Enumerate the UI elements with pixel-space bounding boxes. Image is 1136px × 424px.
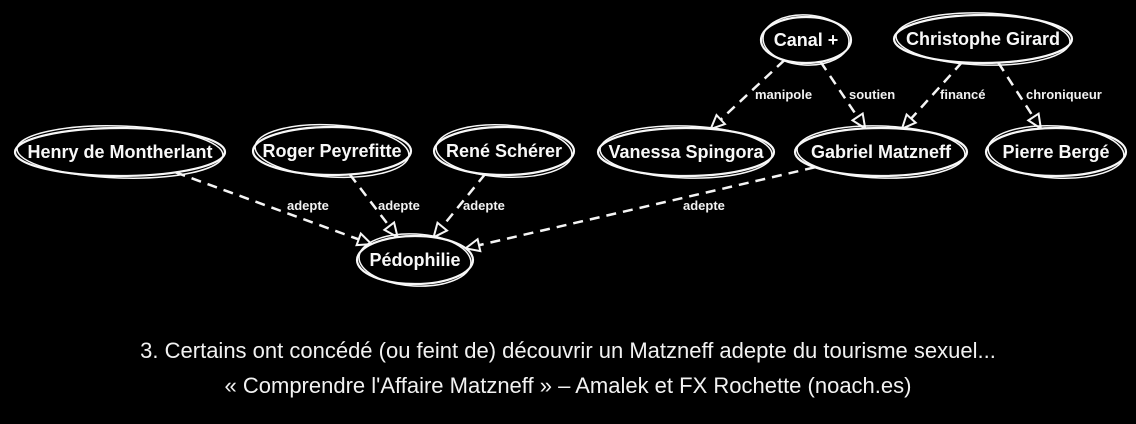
edge-scherer-pedophilie: adepte — [432, 173, 505, 240]
arrowhead-icon — [708, 113, 727, 131]
edge-label-canal-spingora: manipole — [755, 87, 812, 102]
edge-girard-matzneff: financé — [900, 61, 986, 131]
edge-montherlant-pedophilie: adepte — [175, 171, 374, 247]
edge-line — [437, 173, 487, 233]
edge-line — [905, 61, 963, 125]
node-label-canal: Canal + — [774, 30, 839, 50]
node-berge[interactable]: Pierre Bergé — [984, 122, 1128, 182]
edge-canal-spingora: manipole — [708, 59, 812, 131]
arrowhead-icon — [463, 237, 482, 253]
edge-line — [819, 61, 863, 124]
node-ellipse[interactable] — [793, 126, 969, 178]
node-ellipse-sketch — [895, 12, 1071, 66]
node-ellipse-sketch — [358, 233, 472, 287]
node-label-berge: Pierre Bergé — [1002, 142, 1109, 162]
node-spingora[interactable]: Vanessa Spingora — [596, 123, 776, 180]
node-ellipse[interactable] — [759, 15, 853, 65]
node-ellipse[interactable] — [13, 126, 227, 178]
arrowhead-icon — [900, 112, 918, 131]
node-scherer[interactable]: René Schérer — [432, 121, 576, 181]
arrowhead-icon — [355, 231, 374, 247]
edge-peyrefitte-pedophilie: adepte — [348, 173, 420, 240]
edges-layer: manipole soutien financé chroniqueur adepte a… — [175, 59, 1102, 253]
edge-label-girard-matzneff: financé — [940, 87, 986, 102]
edge-line — [997, 61, 1039, 124]
caption-line-2: « Comprendre l'Affaire Matzneff » – Amal… — [225, 373, 912, 398]
node-ellipse[interactable] — [596, 126, 776, 178]
arrowhead-icon — [382, 220, 400, 240]
node-label-matzneff: Gabriel Matzneff — [811, 142, 952, 162]
node-ellipse[interactable] — [251, 125, 413, 177]
node-ellipse[interactable] — [432, 125, 576, 177]
node-girard[interactable]: Christophe Girard — [892, 10, 1074, 67]
node-ellipse-sketch — [254, 123, 410, 179]
edge-line — [175, 171, 366, 243]
arrowhead-icon — [850, 111, 867, 131]
caption-line-1: 3. Certains ont concédé (ou feint de) dé… — [140, 338, 996, 363]
node-label-girard: Christophe Girard — [906, 29, 1060, 49]
edge-label-scherer-pedophilie: adepte — [463, 198, 505, 213]
node-peyrefitte[interactable]: Roger Peyrefitte — [251, 121, 413, 182]
node-label-montherlant: Henry de Montherlant — [27, 142, 212, 162]
arrowhead-icon — [432, 221, 449, 240]
node-ellipse-sketch — [435, 124, 573, 178]
node-ellipse-sketch — [16, 125, 224, 179]
node-ellipse[interactable] — [984, 126, 1128, 178]
node-label-scherer: René Schérer — [446, 141, 562, 161]
edge-canal-matzneff: soutien — [819, 61, 895, 131]
node-ellipse-sketch — [599, 125, 773, 179]
nodes-layer: Henry de Montherlant Roger Peyrefitte René… — [13, 10, 1128, 289]
edge-label-matzneff-pedophilie: adepte — [683, 198, 725, 213]
node-matzneff[interactable]: Gabriel Matzneff — [793, 123, 969, 180]
node-label-pedophilie: Pédophilie — [369, 250, 460, 270]
node-ellipse-sketch — [987, 125, 1125, 179]
edge-matzneff-pedophilie: adepte — [463, 166, 816, 253]
edge-label-canal-matzneff: soutien — [849, 87, 895, 102]
edge-label-montherlant-pedophilie: adepte — [287, 198, 329, 213]
caption: 3. Certains ont concédé (ou feint de) dé… — [140, 338, 996, 398]
node-ellipse[interactable] — [892, 13, 1074, 65]
node-pedophilie[interactable]: Pédophilie — [355, 231, 475, 289]
node-label-spingora: Vanessa Spingora — [608, 142, 764, 162]
node-ellipse[interactable] — [355, 234, 475, 286]
edge-line — [348, 173, 395, 233]
node-montherlant[interactable]: Henry de Montherlant — [13, 123, 227, 181]
edge-line — [472, 166, 816, 248]
node-canal[interactable]: Canal + — [759, 13, 853, 68]
node-label-peyrefitte: Roger Peyrefitte — [262, 141, 401, 161]
edge-girard-berge: chroniqueur — [997, 61, 1102, 131]
edge-label-peyrefitte-pedophilie: adepte — [378, 198, 420, 213]
node-ellipse-sketch — [796, 125, 966, 179]
node-ellipse-sketch — [762, 14, 850, 66]
edge-label-girard-berge: chroniqueur — [1026, 87, 1102, 102]
arrowhead-icon — [1026, 112, 1043, 131]
